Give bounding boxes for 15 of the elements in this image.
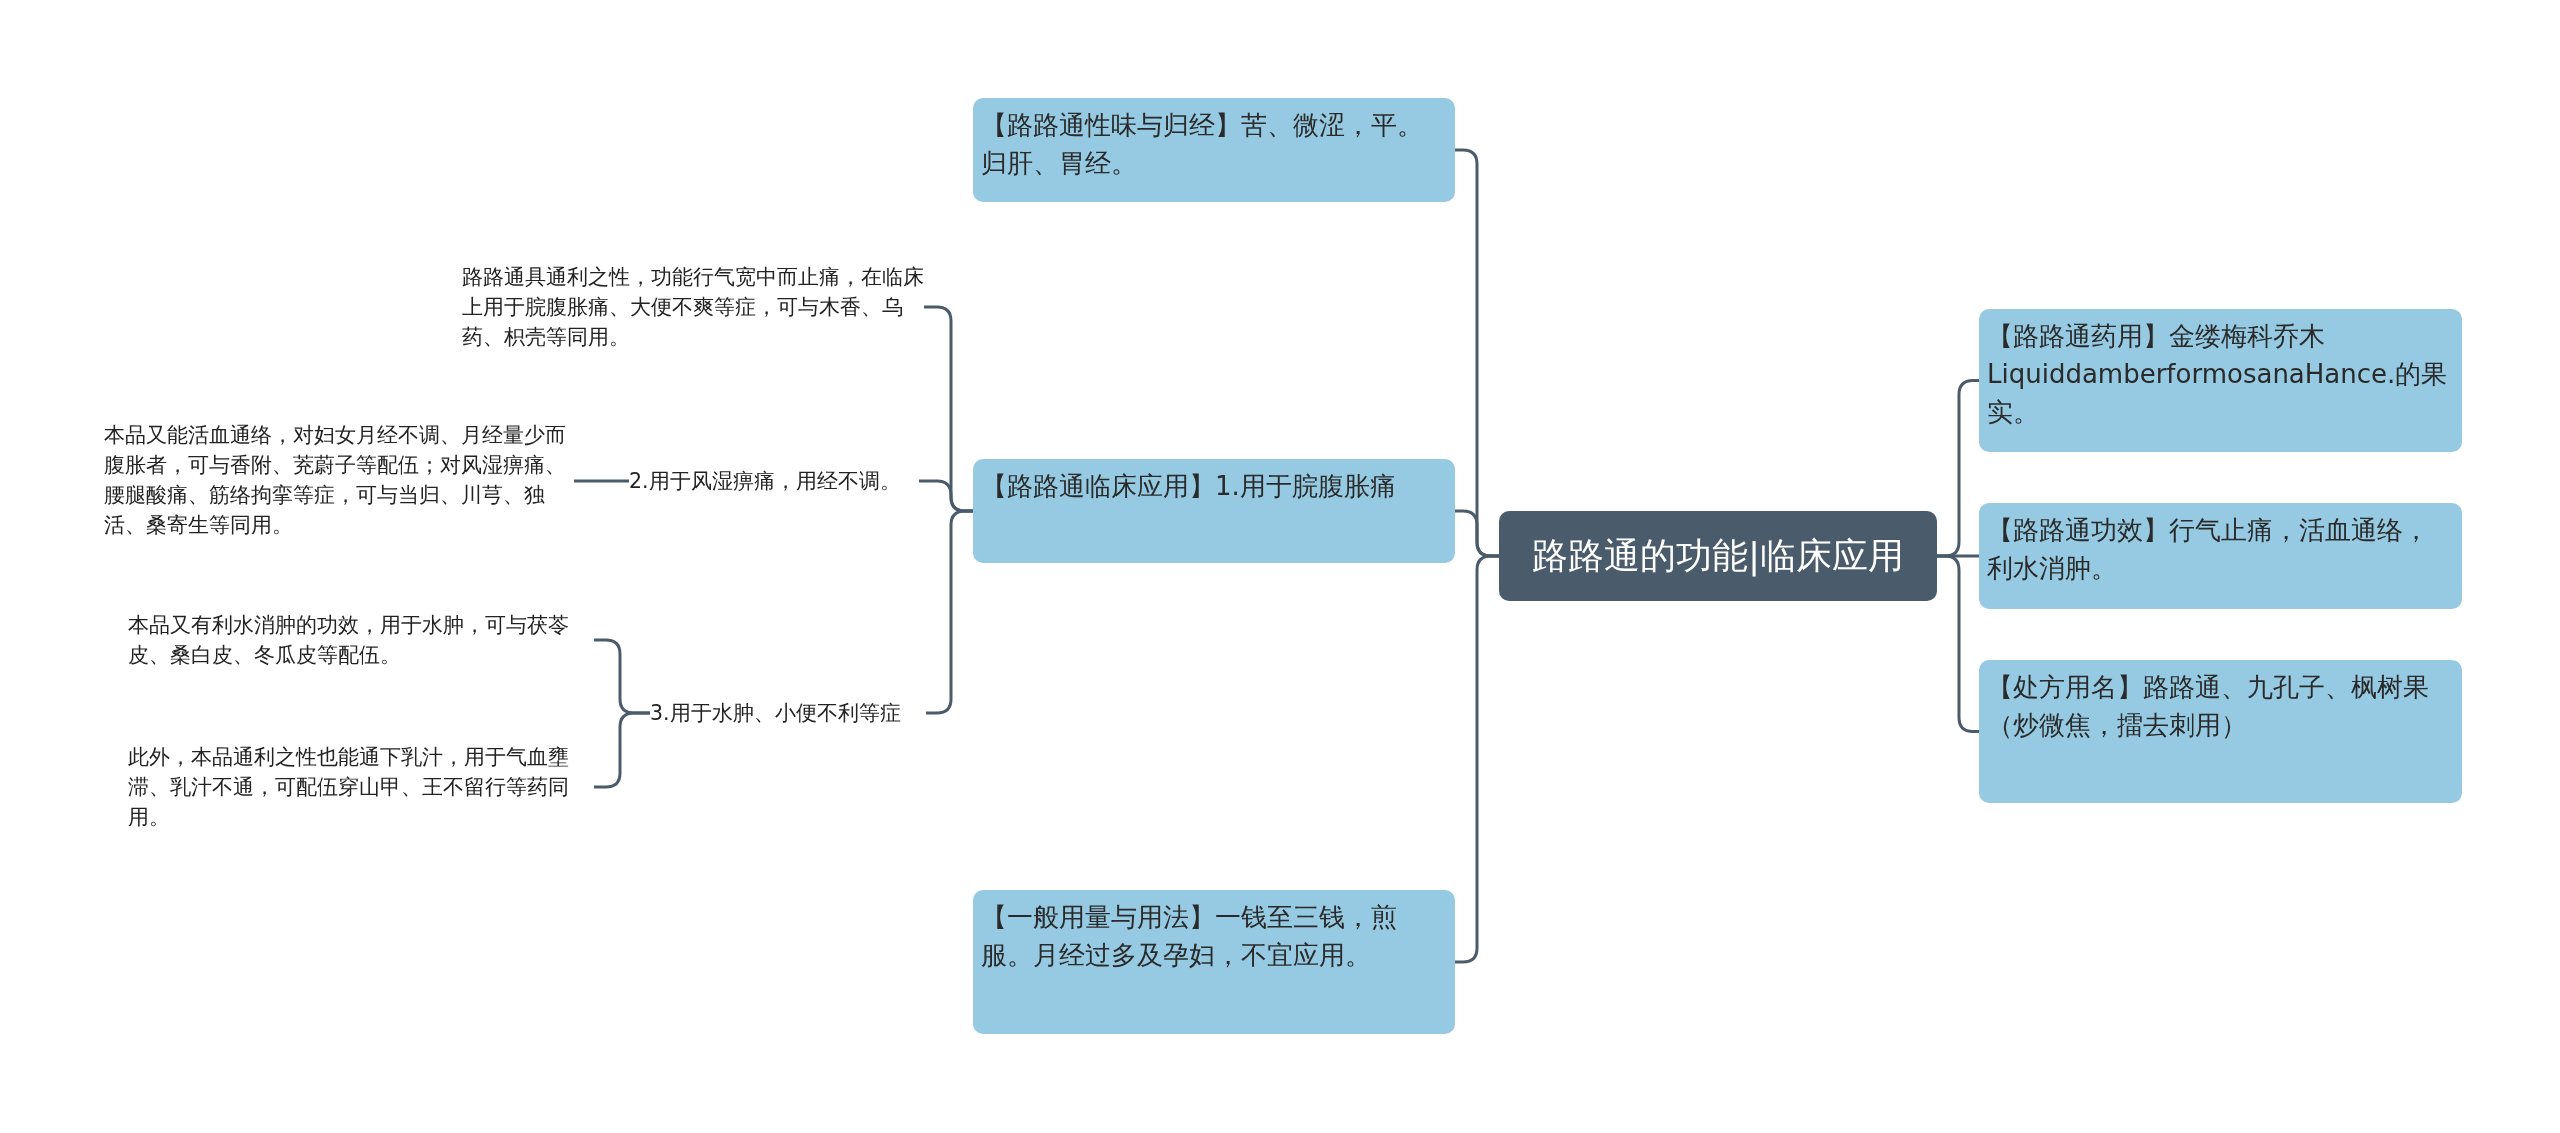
topic-box: 【路路通药用】金缕梅科乔木LiquiddamberformosanaHance.的果实。 bbox=[1979, 309, 2462, 452]
note-text: 本品又有利水消肿的功效，用于水肿，可与茯苓皮、桑白皮、冬瓜皮等配伍。 bbox=[128, 610, 594, 670]
central-topic-box: 路路通的功能|临床应用 bbox=[1499, 511, 1937, 601]
note-text: 3.用于水肿、小便不利等症 bbox=[650, 698, 926, 728]
note-text: 路路通具通利之性，功能行气宽中而止痛，在临床上用于脘腹胀痛、大便不爽等症，可与木香、乌药、枳壳等同用。 bbox=[462, 262, 924, 352]
connector-line bbox=[1455, 554, 1499, 964]
topic-box: 【路路通性味与归经】苦、微涩，平。归肝、胃经。 bbox=[973, 98, 1455, 202]
topic-box: 【路路通临床应用】1.用于脘腹胀痛 bbox=[973, 459, 1455, 563]
connector-line bbox=[574, 479, 629, 483]
topic-box: 【处方用名】路路通、九孔子、枫树果（炒微焦，擂去刺用） bbox=[1979, 660, 2462, 803]
note-text: 此外，本品通利之性也能通下乳汁，用于气血壅滞、乳汁不通，可配伍穿山甲、王不留行等药同用。 bbox=[128, 742, 594, 832]
topic-box: 【一般用量与用法】一钱至三钱，煎服。月经过多及孕妇，不宜应用。 bbox=[973, 890, 1455, 1034]
topic-box: 【路路通功效】行气止痛，活血通络，利水消肿。 bbox=[1979, 503, 2462, 609]
note-text: 本品又能活血通络，对妇女月经不调、月经量少而腹胀者，可与香附、茺蔚子等配伍；对风湿痹痛、腰腿酸痛、筋络拘挛等症，可与当归、川芎、独活、桑寄生等同用。 bbox=[104, 420, 574, 540]
note-text: 2.用于风湿痹痛，用经不调。 bbox=[629, 466, 919, 496]
